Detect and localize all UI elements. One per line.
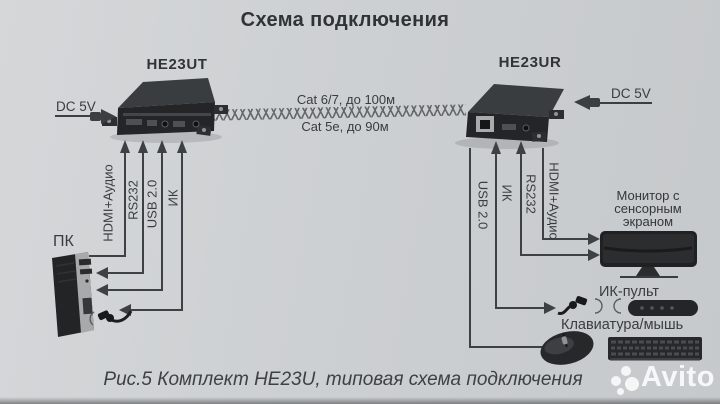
transmitter-label: HE23UT bbox=[146, 56, 208, 73]
cable-label-bottom: Cat 5e, до 90м bbox=[301, 119, 389, 134]
photo-edge-shadow bbox=[0, 397, 720, 404]
rx-port-label-rs232: RS232 bbox=[523, 174, 539, 214]
pc-tower-icon bbox=[52, 252, 94, 337]
keyboard-mouse-label: Клавиатура/мышь bbox=[561, 317, 684, 333]
rx-port-label-ir: ИК bbox=[499, 184, 515, 202]
receiver-box-icon bbox=[466, 84, 564, 142]
mouse-icon bbox=[540, 331, 594, 365]
ir-remote-icon bbox=[628, 300, 698, 316]
monitor-label: Монитор с сенсорным экраном bbox=[614, 188, 682, 229]
diagram-title: Схема подключения bbox=[240, 9, 450, 31]
avito-logo-dot bbox=[621, 366, 631, 376]
avito-logo-dot bbox=[611, 376, 621, 386]
touch-monitor-icon bbox=[600, 231, 697, 278]
ir-emitter-left-icon bbox=[89, 310, 133, 326]
power-label-left: DC 5V bbox=[56, 99, 96, 114]
receiver-label: HE23UR bbox=[498, 54, 562, 71]
power-plug-left-icon bbox=[55, 109, 116, 124]
pc-label: ПК bbox=[53, 233, 74, 250]
power-label-right: DC 5V bbox=[611, 86, 651, 101]
keyboard-icon bbox=[608, 337, 702, 361]
avito-logo-dot bbox=[625, 377, 639, 391]
tx-port-label-usb: USB 2.0 bbox=[144, 179, 160, 229]
rx-port-label-hdmi-audio: HDMI+Аудио bbox=[546, 162, 562, 240]
tx-port-label-rs232: RS232 bbox=[125, 180, 141, 220]
avito-logo-dot bbox=[617, 388, 624, 395]
avito-watermark-text: Avito bbox=[641, 361, 715, 393]
receiver-arrowheads bbox=[491, 141, 600, 314]
transmitter-box-icon bbox=[102, 78, 228, 136]
rx-port-label-usb: USB 2.0 bbox=[475, 180, 491, 230]
ir-remote-label: ИК-пульт bbox=[599, 284, 660, 300]
avito-watermark: Avito bbox=[608, 361, 718, 398]
transmitter-signal-lines bbox=[89, 151, 183, 311]
tx-port-label-hdmi-audio: HDMI+Аудио bbox=[100, 164, 116, 242]
receiver-signal-lines bbox=[469, 148, 588, 348]
figure-caption: Рис.5 Комплект HE23U, типовая схема подк… bbox=[103, 369, 583, 390]
power-plug-right-icon bbox=[574, 95, 652, 110]
tx-port-label-ir: ИК bbox=[165, 189, 181, 207]
ir-receiver-right-icon bbox=[557, 296, 622, 316]
cable-label-top: Cat 6/7, до 100м bbox=[296, 92, 396, 107]
